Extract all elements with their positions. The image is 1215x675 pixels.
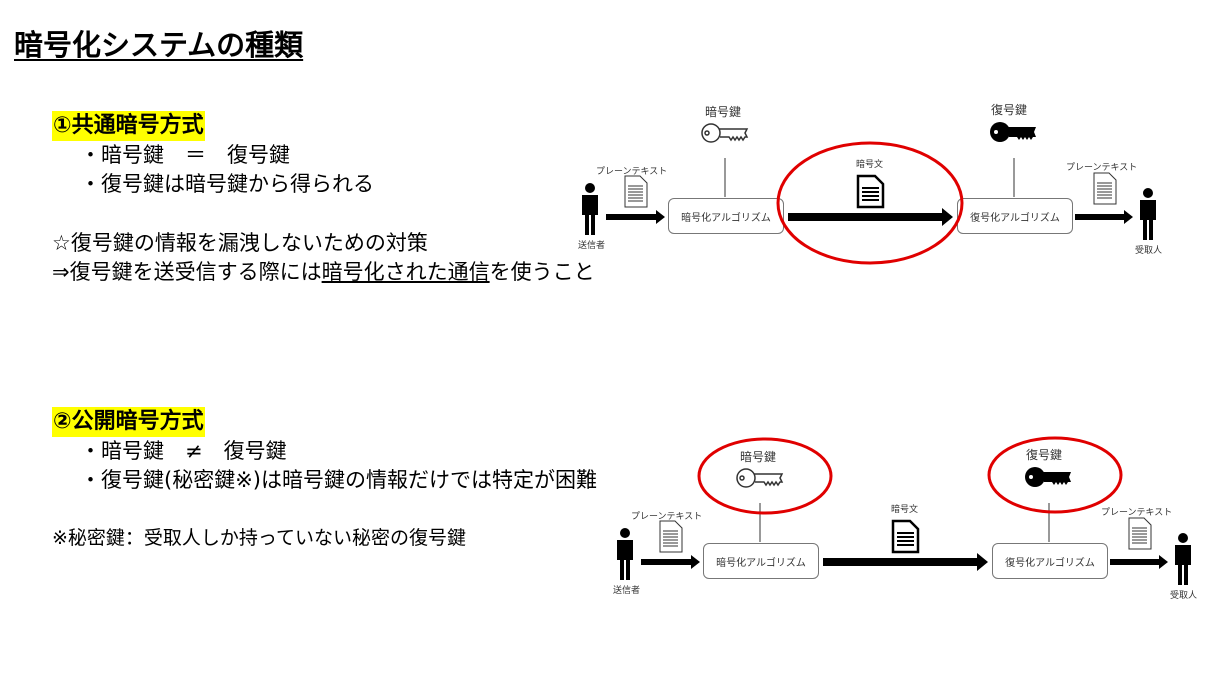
section1-note-title: ☆復号鍵の情報を漏洩しないための対策 <box>52 231 428 255</box>
section1-note: ⇒復号鍵を送受信する際には暗号化された通信を使うこと <box>52 258 595 286</box>
plaintext-document-icon <box>1093 172 1117 205</box>
symmetric-diagram: 送信者 受取人 プレーンテキスト プレーンテキスト 暗号文 暗号鍵 復号鍵 暗号… <box>0 0 1180 260</box>
plaintext-label: プレーンテキスト <box>1101 508 1173 518</box>
arrow-icon <box>641 555 700 569</box>
page-title: 暗号化システムの種類 <box>14 28 304 62</box>
section2-footnote: ※秘密鍵：受取人しか持っていない秘密の復号鍵 <box>52 527 466 549</box>
section1-line: ・復号鍵は暗号鍵から得られる <box>80 172 374 196</box>
decrypt-algorithm-box: 復号化アルゴリズム <box>992 543 1108 579</box>
sender-person-icon <box>582 183 598 235</box>
decrypt-key-icon <box>990 122 1036 142</box>
encrypt-key-label: 暗号鍵 <box>740 450 777 464</box>
encrypt-key-label: 暗号鍵 <box>705 105 742 119</box>
receiver-label: 受取人 <box>1135 246 1163 256</box>
sender-person-icon <box>617 528 633 580</box>
note-suffix: を使うこと <box>489 260 595 284</box>
arrow-icon <box>1075 210 1133 224</box>
decrypt-algorithm-box: 復号化アルゴリズム <box>957 198 1073 234</box>
section1-heading: ①共通暗号方式 <box>52 111 205 141</box>
arrow-icon <box>788 208 953 226</box>
plaintext-label: プレーンテキスト <box>596 167 668 177</box>
ciphertext-document-icon <box>891 519 920 554</box>
encrypt-key-icon <box>736 468 784 488</box>
plaintext-document-icon <box>1128 517 1152 550</box>
public-key-diagram: 送信者 受取人 プレーンテキスト プレーンテキスト 暗号文 暗号鍵 復号鍵 暗号… <box>35 345 1215 605</box>
plaintext-label: プレーンテキスト <box>631 512 703 522</box>
sender-label: 送信者 <box>613 586 641 596</box>
plaintext-document-icon <box>624 175 648 208</box>
arrow-icon <box>1110 555 1168 569</box>
decrypt-key-label: 復号鍵 <box>1026 448 1063 462</box>
receiver-label: 受取人 <box>1170 591 1198 601</box>
plaintext-label: プレーンテキスト <box>1066 163 1138 173</box>
plaintext-document-icon <box>659 520 683 553</box>
flow-arrows <box>641 553 1168 571</box>
note-underlined: 暗号化された通信 <box>321 260 490 284</box>
section1-line: ・暗号鍵 ＝ 復号鍵 <box>80 143 290 167</box>
sender-label: 送信者 <box>578 241 606 251</box>
encrypt-algorithm-box: 暗号化アルゴリズム <box>703 543 819 579</box>
note-prefix: ⇒復号鍵を送受信する際には <box>52 260 322 284</box>
ciphertext-document-icon <box>856 174 885 209</box>
arrow-icon <box>606 210 665 224</box>
encrypt-key-icon <box>701 123 749 143</box>
encrypt-algorithm-box: 暗号化アルゴリズム <box>668 198 784 234</box>
section2-heading: ②公開暗号方式 <box>52 407 205 437</box>
decrypt-key-icon <box>1025 467 1071 487</box>
ciphertext-label: 暗号文 <box>856 160 884 170</box>
section2-line: ・復号鍵(秘密鍵※)は暗号鍵の情報だけでは特定が困難 <box>80 468 597 492</box>
receiver-person-icon <box>1175 533 1191 585</box>
decrypt-key-label: 復号鍵 <box>991 103 1028 117</box>
section2-line: ・暗号鍵 ≠ 復号鍵 <box>80 439 287 463</box>
ciphertext-label: 暗号文 <box>891 505 919 515</box>
receiver-person-icon <box>1140 188 1156 240</box>
arrow-icon <box>823 553 988 571</box>
